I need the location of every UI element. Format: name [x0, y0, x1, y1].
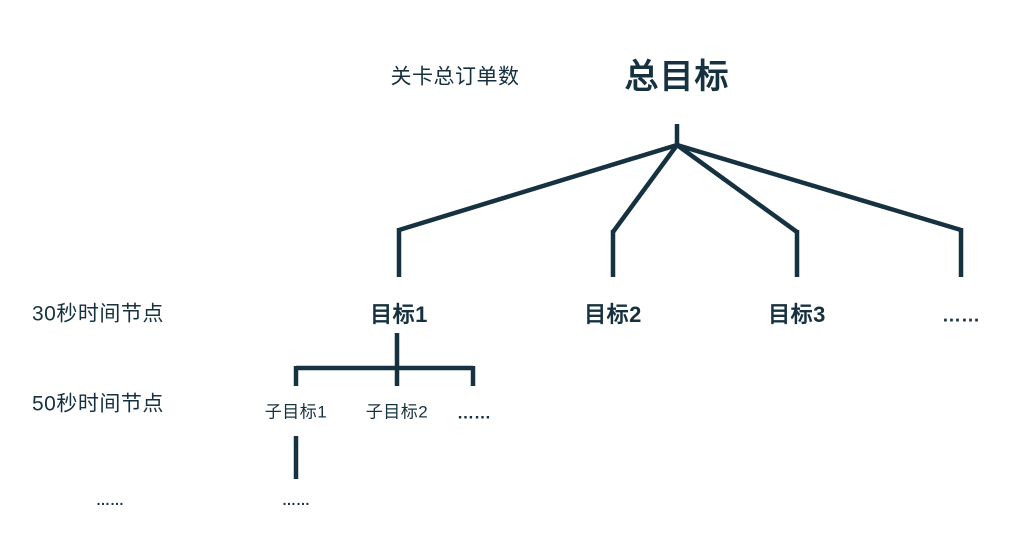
branch-line-4 [676, 142, 962, 233]
level3-node-ellipsis: …… [457, 403, 491, 423]
level2-node-goal-2[interactable]: 目标2 [584, 302, 642, 327]
level4-node-ellipsis: …… [282, 492, 310, 508]
root-node-total-goal[interactable]: 总目标 [624, 58, 730, 96]
row-label-50s: 50秒时间节点 [32, 392, 164, 416]
level3-node-subgoal-2[interactable]: 子目标2 [365, 402, 429, 422]
root-side-label-total-orders: 关卡总订单数 [390, 65, 520, 89]
branch-line-3 [675, 143, 799, 234]
level2-node-ellipsis: …… [942, 305, 980, 327]
level3-node-subgoal-1[interactable]: 子目标1 [264, 402, 328, 422]
level2-node-goal-3[interactable]: 目标3 [768, 302, 826, 327]
row-label-30s: 30秒时间节点 [32, 302, 164, 326]
row-label-ellipsis: …… [96, 492, 124, 508]
level2-node-goal-1[interactable]: 目标1 [370, 302, 428, 327]
branch-line-2 [611, 143, 679, 234]
branch-line-1 [398, 142, 678, 233]
